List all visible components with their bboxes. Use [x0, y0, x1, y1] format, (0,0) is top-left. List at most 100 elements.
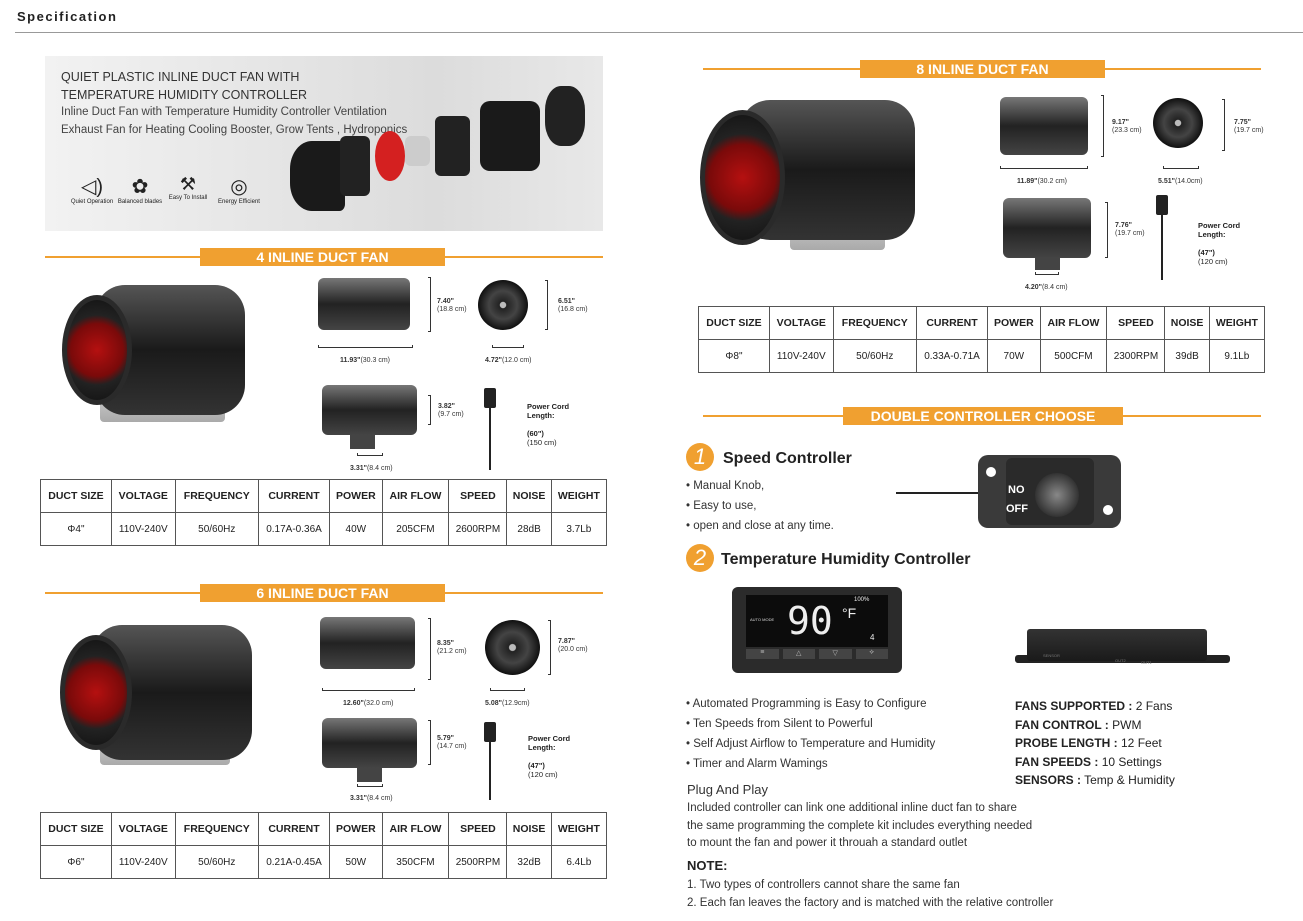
- dim-base-height: 3.82": [438, 403, 455, 410]
- dim-front-width-cm: (12.0 cm): [501, 357, 532, 364]
- feature-label: Easy To Install: [168, 195, 208, 201]
- text-line: to mount the fan and power it throuah a …: [687, 837, 968, 849]
- cord-length-in: (47"): [1198, 248, 1215, 257]
- td: 6.4Lb: [550, 845, 608, 879]
- prop-row: PROBE LENGTH : 12 Feet: [1015, 734, 1175, 753]
- th: WEIGHT: [1208, 306, 1266, 340]
- th: CURRENT: [257, 479, 331, 513]
- th: FREQUENCY: [832, 306, 917, 340]
- th: AIR FLOW: [381, 812, 450, 846]
- hero-banner: QUIET PLASTIC INLINE DUCT FAN WITH TEMPE…: [45, 56, 603, 231]
- cord-label: Power Cord: [528, 734, 571, 743]
- th: FREQUENCY: [174, 479, 259, 513]
- td: 110V-240V: [110, 845, 176, 879]
- power-plug-icon: [484, 722, 496, 742]
- td: 50/60Hz: [832, 339, 917, 373]
- dim-height-cm: (18.8 cm): [437, 306, 467, 313]
- speed-controller-image: NO OFF: [978, 455, 1121, 528]
- hero-subtitle-2: Exhaust Fan for Heating Cooling Booster,…: [61, 124, 408, 136]
- dim-height: 7.40": [437, 298, 454, 305]
- display-mode: AUTO MODE: [750, 617, 775, 622]
- power-plug-icon: [1156, 195, 1168, 215]
- th: VOLTAGE: [110, 812, 176, 846]
- prop-key: FAN SPEEDS :: [1015, 754, 1099, 769]
- cord-length-cm: (120 cm): [528, 770, 558, 779]
- fan-button[interactable]: ⟡: [855, 649, 888, 659]
- td: 50/60Hz: [174, 845, 259, 879]
- prop-value: 12 Feet: [1117, 736, 1162, 750]
- cord-length-cm: (120 cm): [1198, 257, 1228, 266]
- feature-label: Quiet Operation: [70, 199, 114, 205]
- dim-base-height-cm: (9.7 cm): [438, 411, 464, 418]
- bullet: • Self Adjust Airflow to Temperature and…: [686, 738, 936, 750]
- plug-and-play-title: Plug And Play: [687, 782, 768, 797]
- dim-height: 8.35": [437, 640, 454, 647]
- td: 50/60Hz: [174, 512, 259, 546]
- prop-value: 10 Settings: [1098, 754, 1162, 769]
- display-unit: °F: [842, 605, 857, 621]
- speaker-icon: ◁): [80, 176, 104, 198]
- th: WEIGHT: [550, 479, 608, 513]
- dim-front-height-cm: (19.7 cm): [1234, 127, 1264, 134]
- td: 28dB: [506, 512, 552, 546]
- cord-length-in: (60"): [527, 429, 544, 438]
- th: DUCT SIZE: [40, 479, 112, 513]
- th: CURRENT: [915, 306, 989, 340]
- cord-length-cm: (150 cm): [527, 438, 557, 447]
- prop-key: FANS SUPPORTED :: [1015, 699, 1133, 713]
- cord-label: Length:: [527, 411, 555, 420]
- th: AIR FLOW: [381, 479, 450, 513]
- cord-label: Power Cord: [527, 402, 570, 411]
- prop-value: Temp & Humidity: [1081, 773, 1175, 787]
- prop-value: PWM: [1108, 717, 1142, 732]
- dim-base-height: 7.76": [1115, 222, 1132, 229]
- td: 110V-240V: [768, 339, 834, 373]
- dim-height: 9.17": [1112, 119, 1129, 126]
- th: POWER: [329, 479, 383, 513]
- th: POWER: [987, 306, 1041, 340]
- prop-key: FAN CONTROL :: [1015, 717, 1109, 732]
- section-title: 8 INLINE DUCT FAN: [860, 60, 1105, 78]
- text-line: Included controller can link one additio…: [687, 802, 1017, 814]
- temp-controller-display: AUTO MODE 90 °F 100% 4 ≡ △ ▽ ⟡: [732, 587, 902, 673]
- fan-blade-icon: ✿: [131, 176, 149, 198]
- td: 2500RPM: [448, 845, 508, 879]
- prop-row: FANS SUPPORTED : 2 Fans: [1015, 697, 1175, 716]
- prop-row: FAN SPEEDS : 10 Settings: [1015, 753, 1175, 772]
- dim-height-cm: (21.2 cm): [437, 648, 467, 655]
- down-button[interactable]: ▽: [819, 649, 852, 659]
- feature-energy: ◎ Energy Efficient: [213, 174, 265, 205]
- dim-front-height: 7.87": [558, 638, 575, 645]
- dim-height-cm: (23.3 cm): [1112, 127, 1142, 134]
- section-4-inline: 4 INLINE DUCT FAN: [45, 248, 603, 266]
- dim-base-width-cm: (8.4 cm): [366, 795, 393, 802]
- menu-button[interactable]: ≡: [746, 649, 779, 659]
- speed-bullets: • Manual Knob, • Easy to use, • open and…: [686, 476, 834, 536]
- th: AIR FLOW: [1039, 306, 1108, 340]
- display-percent: 100%: [854, 597, 870, 603]
- dim-front-width: 4.72": [485, 357, 502, 364]
- td: 0.21A-0.45A: [257, 845, 331, 879]
- up-button[interactable]: △: [782, 649, 815, 659]
- text-line: the same programming the complete kit in…: [687, 819, 1033, 832]
- knob-on-label: NO: [1008, 484, 1025, 496]
- controller-properties: FANS SUPPORTED : 2 Fans FAN CONTROL : PW…: [1015, 697, 1175, 790]
- speed-controller-title: Speed Controller: [723, 450, 852, 467]
- section-title: 4 INLINE DUCT FAN: [200, 248, 445, 266]
- dim-front-width-cm: (12.9cm): [501, 700, 530, 707]
- bullet: • Easy to use,: [686, 500, 757, 512]
- section-8-inline: 8 INLINE DUCT FAN: [703, 60, 1261, 78]
- td: 2300RPM: [1106, 339, 1166, 373]
- feature-label: Energy Efficient: [218, 199, 260, 205]
- td: 40W: [329, 512, 383, 546]
- port-label: OUT2: [1115, 658, 1126, 663]
- dim-length-cm: (30.2 cm): [1037, 178, 1068, 185]
- temp-controller-title: Temperature Humidity Controller: [721, 551, 971, 568]
- prop-row: SENSORS : Temp & Humidity: [1015, 771, 1175, 790]
- prop-value: 2 Fans: [1132, 699, 1173, 713]
